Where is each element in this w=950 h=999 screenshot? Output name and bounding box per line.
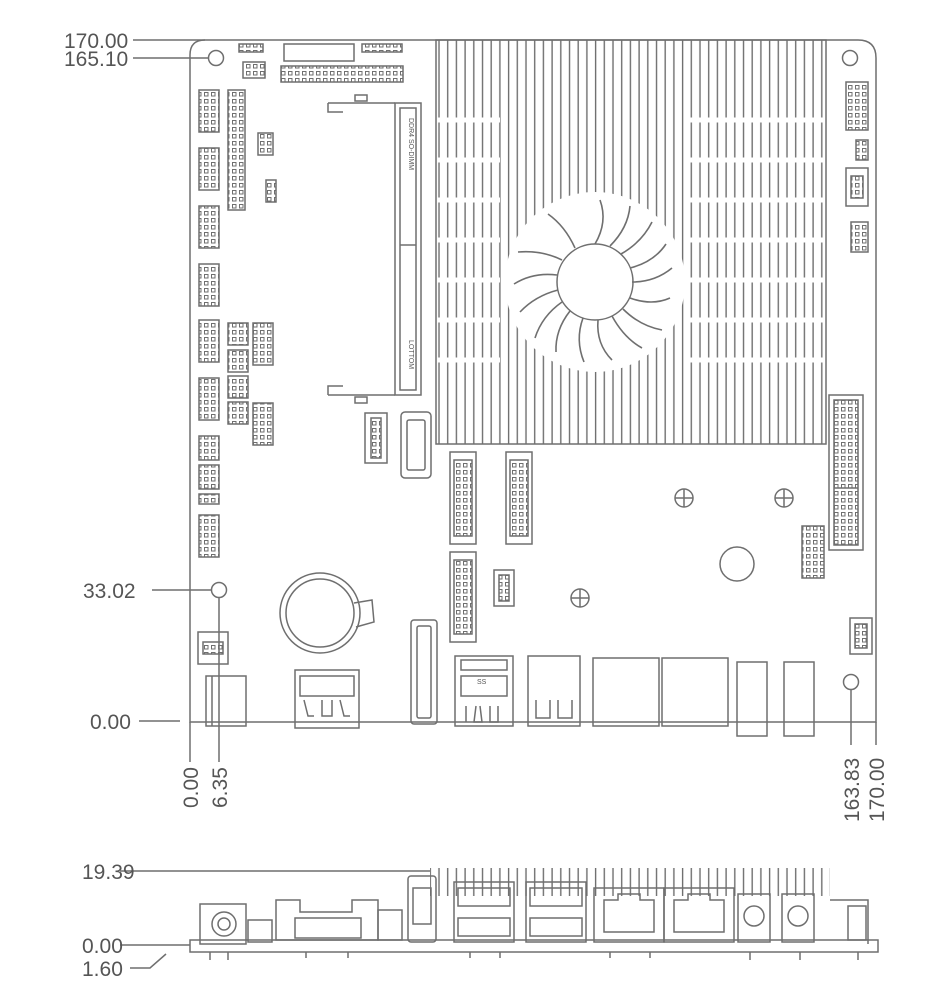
usb3-top — [294, 669, 360, 729]
side-pcb — [189, 939, 879, 953]
big-hole — [719, 546, 755, 582]
m2-slot-2 — [505, 451, 533, 545]
mount-hole-top-left — [207, 49, 225, 67]
mount-hole-bottom-right — [842, 673, 860, 691]
dc-jack — [205, 675, 247, 727]
usb-ss-label: SS — [477, 679, 487, 686]
m2-slot-3 — [449, 551, 477, 643]
sodimm-top-label: DDR4 SO-DIMM — [407, 118, 414, 170]
mount-hole-top-right — [841, 49, 859, 67]
dim-left-0: 0.00 — [90, 711, 131, 734]
audio-jack-2 — [783, 661, 815, 737]
usb-stack-1 — [454, 655, 514, 727]
rj45-2 — [661, 657, 729, 727]
cmos-battery — [279, 572, 361, 654]
fan-hub — [556, 243, 634, 321]
hdmi-edge — [410, 619, 438, 725]
dim-bottom-170: 170.00 — [866, 758, 889, 822]
rj45-1 — [592, 657, 660, 727]
usb-stack-2 — [527, 655, 581, 727]
pcie-slot — [828, 394, 864, 551]
m2-slot-1 — [449, 451, 477, 545]
dim-bottom-16383: 163.83 — [841, 758, 864, 822]
dim-left-33: 33.02 — [83, 580, 136, 603]
dim-top-165: 165.10 — [64, 48, 128, 71]
sodimm-slot — [394, 102, 422, 396]
audio-jack-1 — [736, 661, 768, 737]
fan-blades — [513, 199, 673, 363]
mount-hole-bottom-left — [210, 581, 228, 599]
sodimm-bottom-label: LOTTOM — [407, 340, 414, 369]
dim-bottom-0: 0.00 — [180, 767, 203, 808]
dim-side-1939: 19.39 — [82, 861, 135, 884]
hdmi-vertical — [400, 411, 432, 479]
dim-bottom-635: 6.35 — [209, 767, 232, 808]
dim-side-160: 1.60 — [82, 958, 123, 981]
dim-side-0: 0.00 — [82, 935, 123, 958]
dim-top-170: 170.00 — [64, 30, 128, 53]
